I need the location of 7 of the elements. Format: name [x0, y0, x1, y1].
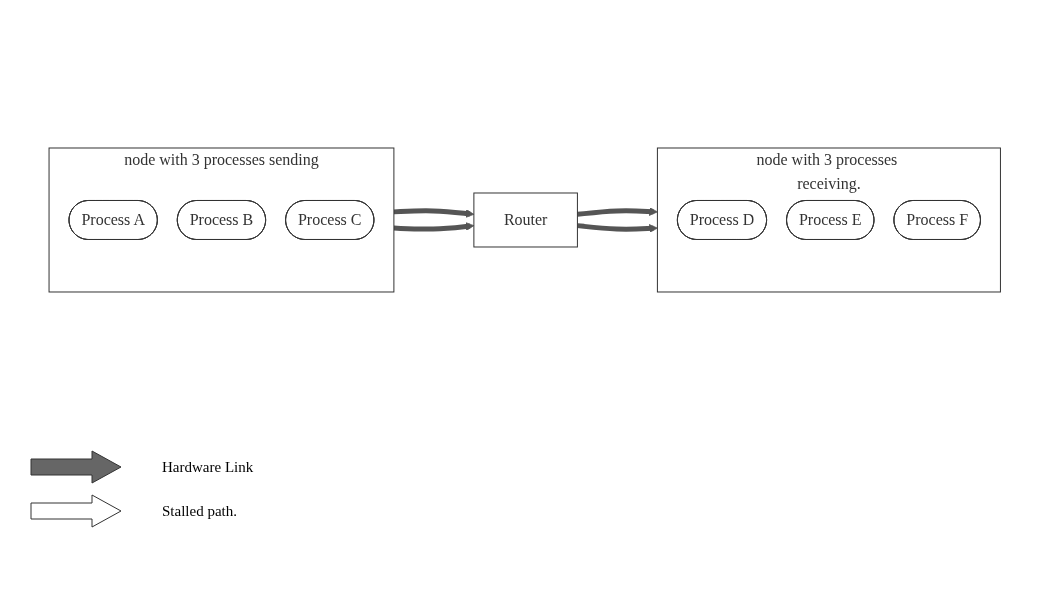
arrow — [576, 223, 658, 233]
legend-label: Hardware Link — [162, 458, 254, 476]
arrow — [576, 207, 658, 217]
node-box: Router — [473, 192, 578, 248]
arrow — [393, 222, 475, 232]
legend-label: Stalled path. — [162, 502, 237, 520]
arrow — [393, 208, 475, 218]
